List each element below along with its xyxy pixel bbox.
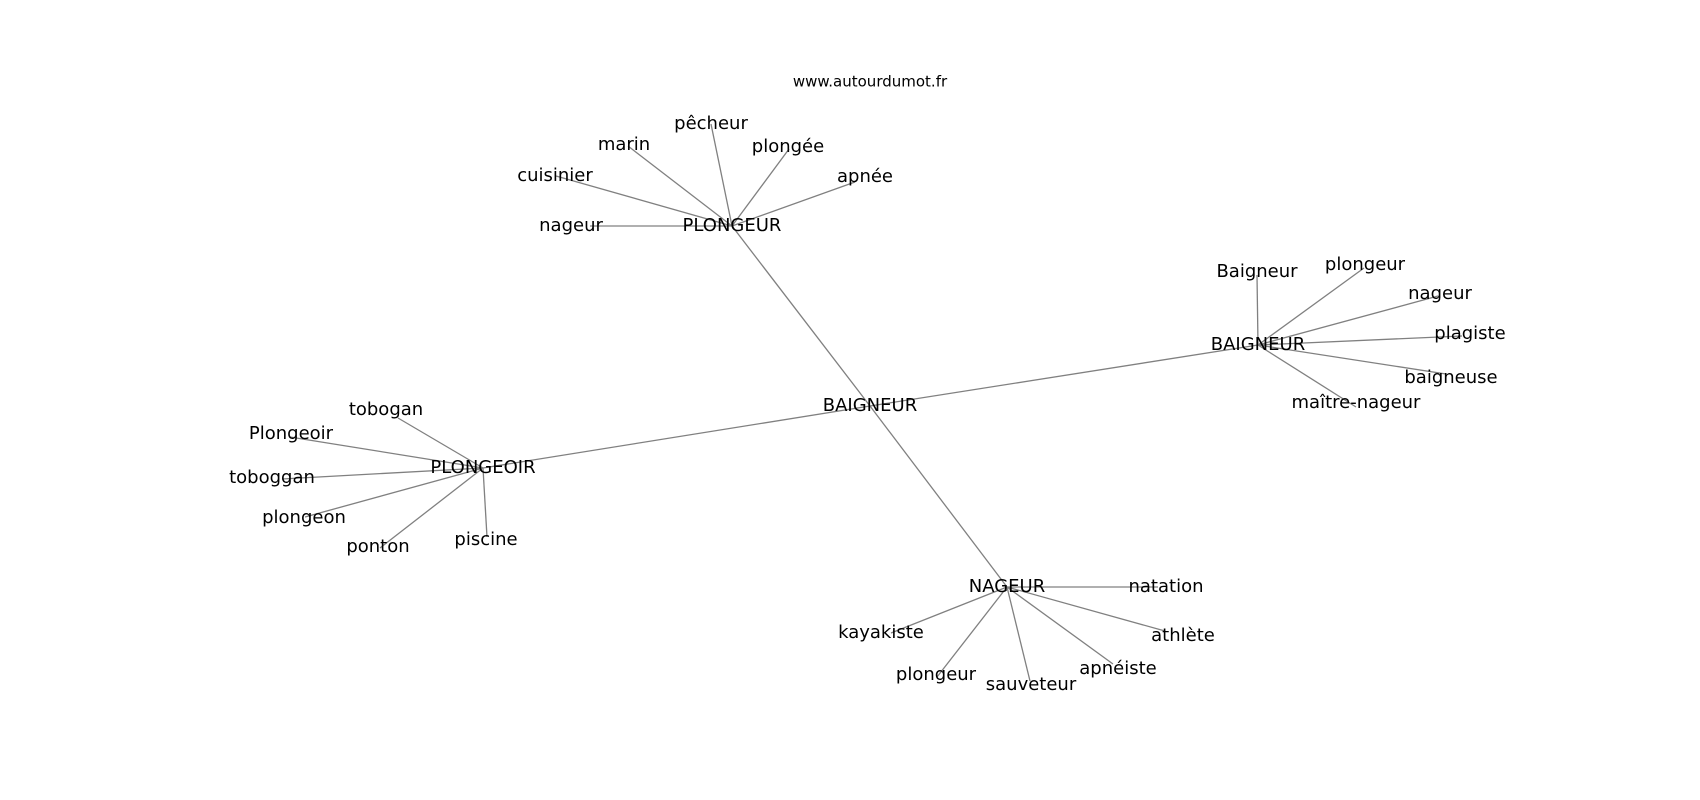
hub-leaf-edge bbox=[1257, 344, 1357, 408]
leaf-label: pêcheur bbox=[674, 113, 748, 134]
leaf-label: Baigneur bbox=[1216, 261, 1298, 282]
hub-leaf-edge bbox=[304, 467, 484, 518]
leaf-label: tobogan bbox=[349, 399, 423, 420]
leaf-label: sauveteur bbox=[986, 674, 1077, 695]
hub-leaf-edge bbox=[1006, 586, 1166, 632]
center-hub-edge bbox=[869, 405, 1008, 588]
hub-label-baigneur: BAIGNEUR bbox=[1211, 334, 1305, 355]
leaf-label: toboggan bbox=[229, 467, 315, 488]
hub-leaf-edge bbox=[1257, 344, 1447, 375]
leaf-label: nageur bbox=[1408, 283, 1472, 304]
center-node-label: BAIGNEUR bbox=[823, 395, 917, 416]
center-hub-edge bbox=[731, 225, 871, 407]
hub-leaf-edge bbox=[710, 123, 733, 227]
hub-leaf-edge bbox=[731, 181, 856, 227]
hub-leaf-edge bbox=[1257, 295, 1439, 346]
hub-leaf-edge bbox=[281, 467, 484, 480]
leaf-label: plongeon bbox=[262, 507, 346, 528]
hub-label-nageur: NAGEUR bbox=[969, 576, 1045, 597]
leaf-label: nageur bbox=[539, 215, 603, 236]
site-label: www.autourdumot.fr bbox=[793, 73, 948, 91]
hub-leaf-edge bbox=[890, 586, 1008, 634]
leaf-label: cuisinier bbox=[517, 165, 593, 186]
leaf-label: maître-nageur bbox=[1292, 392, 1422, 413]
leaf-label: apnée bbox=[837, 166, 893, 187]
leaf-label: plagiste bbox=[1434, 323, 1505, 344]
leaf-label: piscine bbox=[454, 529, 517, 550]
hub-leaf-edge bbox=[289, 436, 484, 469]
leaf-label: baigneuse bbox=[1404, 367, 1497, 388]
hub-leaf-edge bbox=[555, 175, 733, 227]
hub-leaf-edge bbox=[482, 467, 488, 538]
leaf-label: plongeur bbox=[896, 664, 977, 685]
hub-leaf-edge bbox=[1257, 335, 1463, 346]
leaf-label: plongée bbox=[752, 136, 824, 157]
hub-leaf-edge bbox=[379, 467, 484, 549]
hub-leaf-edge bbox=[1006, 586, 1114, 665]
hub-leaf-edge bbox=[731, 148, 790, 227]
hub-leaf-edge bbox=[397, 417, 484, 469]
hub-leaf-edge bbox=[936, 586, 1008, 678]
leaf-label: Plongeoir bbox=[249, 423, 334, 444]
leaf-label: plongeur bbox=[1325, 254, 1406, 275]
hub-leaf-edge bbox=[1006, 586, 1031, 682]
leaf-label: natation bbox=[1128, 576, 1203, 597]
graph-edges bbox=[281, 123, 1463, 682]
leaf-label: marin bbox=[598, 134, 650, 155]
leaf-label: ponton bbox=[346, 536, 409, 557]
leaf-label: kayakiste bbox=[838, 622, 924, 643]
hub-label-plongeur: PLONGEUR bbox=[683, 215, 782, 236]
hub-leaf-edge bbox=[1257, 267, 1365, 346]
center-hub-edge bbox=[482, 405, 871, 469]
hub-label-plongeoir: PLONGEOIR bbox=[430, 457, 535, 478]
hub-leaf-edge bbox=[1256, 274, 1259, 346]
center-hub-edge bbox=[869, 344, 1259, 407]
graph-labels: www.autourdumot.fr BAIGNEUR PLONGEUR pêc… bbox=[229, 73, 1506, 696]
hub-leaf-edge bbox=[627, 145, 733, 227]
leaf-label: apnéiste bbox=[1079, 658, 1156, 679]
leaf-label: athlète bbox=[1151, 625, 1215, 646]
